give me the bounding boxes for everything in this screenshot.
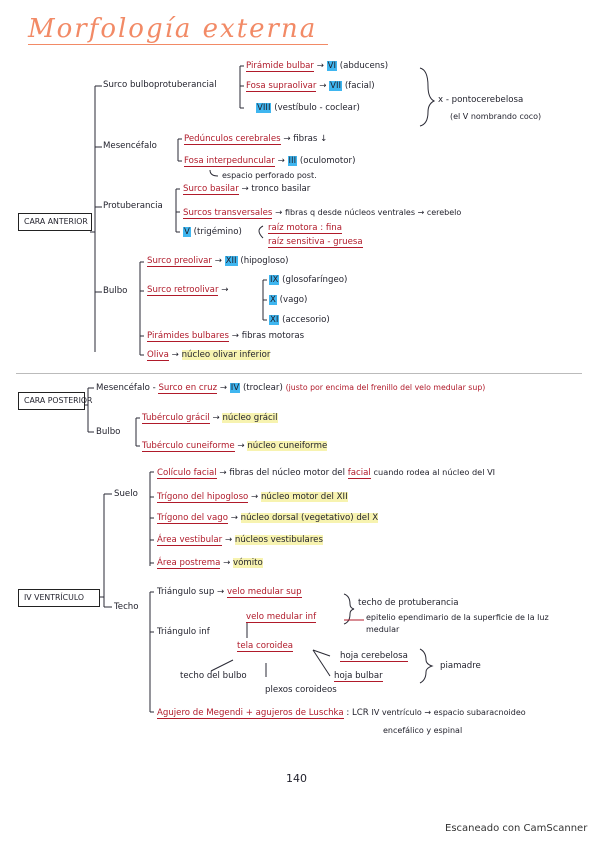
page-title: Morfología externa (28, 14, 318, 44)
surco-row-1: Pirámide bulbar → VI (abducens) (246, 61, 389, 72)
raiz-motora: raíz motora : fina (268, 223, 342, 234)
plexos-coroideos: plexos coroideos (265, 685, 337, 695)
surco-note-2: (el V nombrando coco) (450, 112, 542, 121)
suelo-row-4: Área vestibular → núcleos vestibulares (157, 535, 323, 546)
bulbo-row-2: Surco retroolivar → (147, 285, 229, 296)
bulbo-row-4: Oliva → núcleo olivar inferior (147, 350, 271, 361)
bulbo-anterior-label: Bulbo (103, 286, 128, 296)
cara-posterior-box: CARA POSTERIOR (18, 392, 92, 410)
suelo-label: Suelo (114, 489, 138, 499)
nerve-xi: XI (accesorio) (269, 315, 330, 325)
protuberancia-row-2: Surcos transversales → fibras q desde nú… (183, 208, 462, 219)
nerve-x: X (vago) (269, 295, 308, 305)
posterior-bulbo-row-2: Tubérculo cuneiforme → núcleo cuneiforme (142, 441, 328, 452)
triangulo-inf: Triángulo inf (157, 627, 210, 637)
protuberancia-row-3: V (trigémino) (183, 227, 242, 237)
page-number: 140 (286, 772, 307, 785)
surco-row-3: VIII (vestíbulo - coclear) (256, 103, 360, 113)
agujeros-row-2: encefálico y espinal (383, 726, 463, 735)
epitelio-note: epitelio ependimario de la superficie de… (366, 613, 549, 634)
bulbo-row-3: Pirámides bulbares → fibras motoras (147, 331, 305, 342)
techo-row-1: Triángulo sup → velo medular sup (157, 587, 302, 598)
protuberancia-row-1: Surco basilar → tronco basilar (183, 184, 311, 195)
bulbo-row-1: Surco preolivar → XII (hipogloso) (147, 256, 289, 267)
mesencefalo-row-3: espacio perforado post. (222, 171, 317, 180)
posterior-bulbo-label: Bulbo (96, 427, 121, 437)
surco-row-2: Fosa supraolivar → VII (facial) (246, 81, 375, 92)
techo-protuberancia: techo de protuberancia (358, 598, 459, 608)
techo-label: Techo (114, 602, 139, 612)
protuberancia-label: Protuberancia (103, 201, 163, 211)
surco-note-1: x - pontocerebelosa (438, 95, 524, 105)
iv-ventriculo-box: IV VENTRÍCULO (18, 589, 100, 607)
tela-coroidea: tela coroidea (237, 641, 294, 652)
suelo-row-3: Trígono del vago → núcleo dorsal (vegeta… (157, 513, 379, 524)
posterior-bulbo-row-1: Tubérculo grácil → núcleo grácil (142, 413, 278, 424)
suelo-row-5: Área postrema → vómito (157, 558, 263, 569)
divider (16, 373, 582, 374)
techo-del-bulbo: techo del bulbo (180, 671, 247, 681)
mesencefalo-row-1: Pedúnculos cerebrales → fibras ↓ (184, 134, 328, 145)
velo-medular-inf: velo medular inf (246, 612, 317, 623)
suelo-row-2: Trígono del hipogloso → núcleo motor del… (157, 492, 348, 503)
hoja-bulbar: hoja bulbar (334, 671, 383, 682)
cara-anterior-box: CARA ANTERIOR (18, 213, 92, 231)
title-underline (28, 44, 328, 45)
mesencefalo-label: Mesencéfalo (103, 141, 157, 151)
scanner-watermark: Escaneado con CamScanner (445, 823, 588, 834)
agujeros-row: Agujero de Megendi + agujeros de Luschka… (157, 708, 526, 719)
piamadre: piamadre (440, 661, 481, 671)
raiz-sensitiva: raíz sensitiva - gruesa (268, 237, 363, 248)
posterior-mesencefalo-row: Mesencéfalo - Surco en cruz → IV (trocle… (96, 383, 486, 394)
nerve-ix: IX (glosofaríngeo) (269, 275, 348, 285)
mesencefalo-row-2: Fosa interpeduncular → III (oculomotor) (184, 156, 356, 167)
suelo-row-1: Colículo facial → fibras del núcleo moto… (157, 467, 496, 479)
surco-bulboprotuberancial-label: Surco bulboprotuberancial (103, 80, 217, 90)
hoja-cerebelosa: hoja cerebelosa (340, 651, 408, 662)
